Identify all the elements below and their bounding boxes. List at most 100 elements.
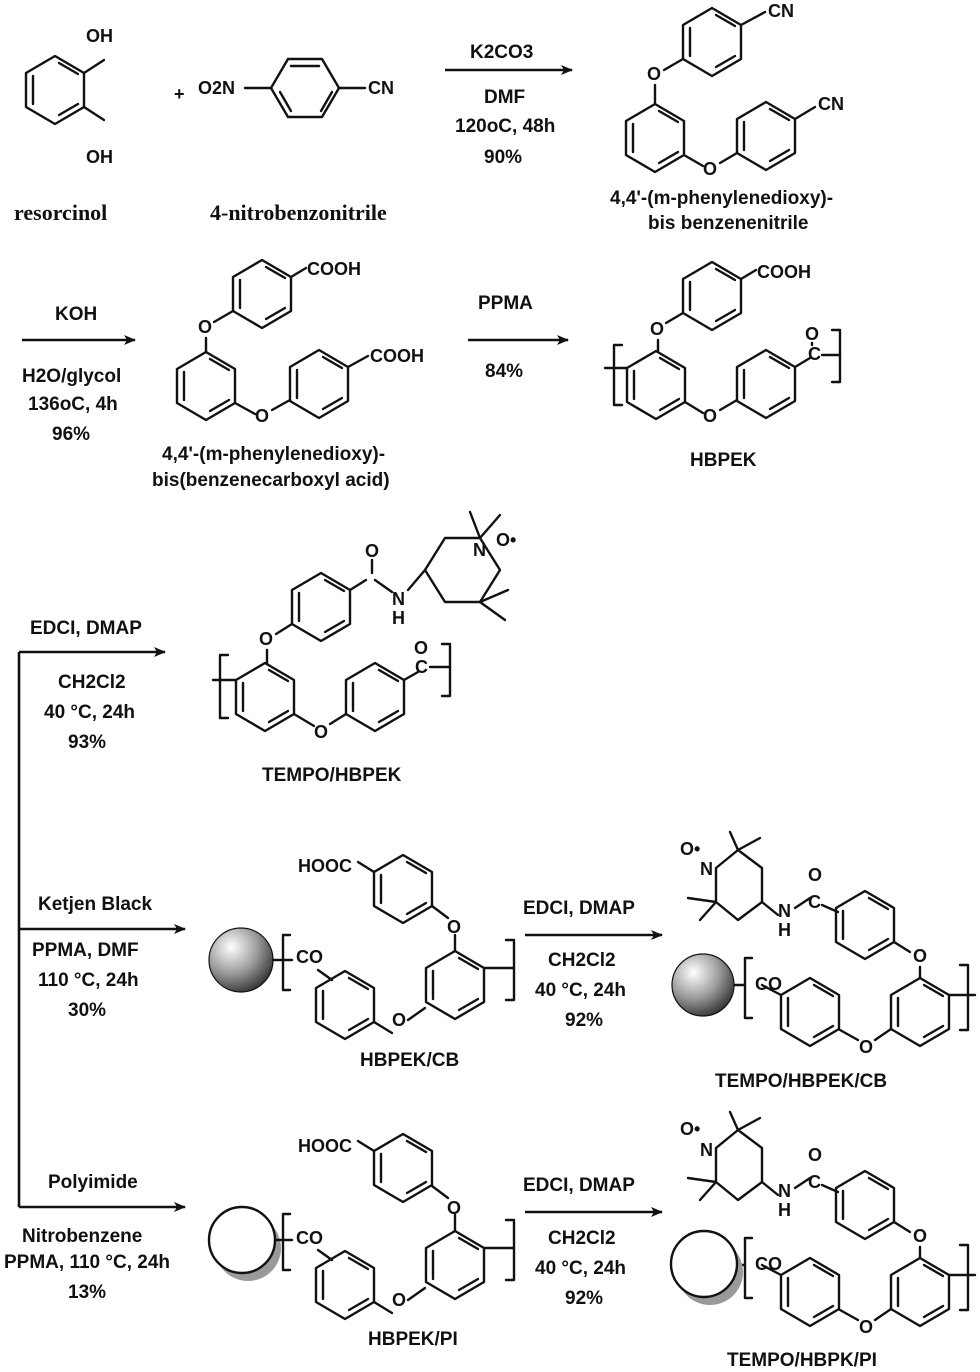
oxyl-label-3: O• <box>680 1119 700 1139</box>
resorcinol-structure: OH OH <box>24 26 113 167</box>
step7-conditions: PPMA, 110 °C, 24h <box>4 1252 170 1273</box>
step3-reagent: PPMA <box>478 293 533 314</box>
nitrobenzonitrile-structure: O2N CN <box>198 57 394 119</box>
o-label-1: O <box>647 64 661 84</box>
step3-yield: 84% <box>485 361 523 382</box>
hooc-label-1: HOOC <box>298 856 352 876</box>
o-label-8: O <box>365 541 379 561</box>
tempo-hbpek-cb-structure: O• N N H C O O O CO <box>671 830 977 1057</box>
h-label-1: H <box>392 608 405 628</box>
c-label-2: C <box>415 657 428 677</box>
co-label-1: CO <box>296 947 323 967</box>
step6-reagent: EDCI, DMAP <box>523 898 635 919</box>
polyimide-circle <box>207 1205 277 1275</box>
step7-yield: 13% <box>68 1282 106 1303</box>
cn-label-3: CN <box>818 94 844 114</box>
o-label-15: O <box>913 946 927 966</box>
cooh-label-3: COOH <box>757 262 811 282</box>
step2-solvent: H2O/glycol <box>22 366 121 387</box>
o-label-4: O <box>255 406 269 426</box>
o-label-2: O <box>703 159 717 179</box>
o2n-label: O2N <box>198 78 235 98</box>
hbpek-pi-structure: CO O O HOOC <box>207 1132 516 1321</box>
hbpek-cb-name: HBPEK/CB <box>360 1050 459 1071</box>
diacid-name-line2: bis(benzenecarboxyl acid) <box>152 470 390 491</box>
step2-yield: 96% <box>52 424 90 445</box>
co-label-4: CO <box>755 1254 782 1274</box>
oh-bottom-label: OH <box>86 147 113 167</box>
cooh-label-1: COOH <box>307 259 361 279</box>
n-label-4: N <box>778 901 791 921</box>
o-label-6: O <box>703 406 717 426</box>
o-label-20: O <box>913 1226 927 1246</box>
n-label-2: N <box>392 589 405 609</box>
tempo-hbpek-name: TEMPO/HBPEK <box>262 765 402 786</box>
carbon-black-sphere-2 <box>671 953 735 1017</box>
tempo-hbpek-structure: N O• N H O O O C O <box>211 510 516 742</box>
step5-yield: 30% <box>68 1000 106 1021</box>
hbpek-pi-name: HBPEK/PI <box>368 1329 458 1350</box>
cn-label-2: CN <box>768 1 794 21</box>
hooc-label-2: HOOC <box>298 1136 352 1156</box>
dinitrile-name-line2: bis benzenenitrile <box>648 213 808 234</box>
hbpek-cb-structure: CO O O HOOC <box>208 853 516 1041</box>
co-label-3: CO <box>296 1228 323 1248</box>
step2-reagent: KOH <box>55 304 97 325</box>
step8-solvent: CH2Cl2 <box>548 1228 616 1249</box>
n-label-3: N <box>700 859 713 879</box>
nitrobenzonitrile-name: 4-nitrobenzonitrile <box>210 200 387 225</box>
o-label-12: O <box>392 1010 406 1030</box>
resorcinol-name: resorcinol <box>14 200 107 225</box>
diacid-structure: COOH O O COOH <box>175 258 424 426</box>
cooh-label-2: COOH <box>370 346 424 366</box>
hbpek-name: HBPEK <box>690 450 757 471</box>
h-label-2: H <box>778 920 791 940</box>
polyimide-circle-2 <box>669 1229 739 1299</box>
dinitrile-structure: CN O O CN <box>624 1 844 179</box>
h-label-3: H <box>778 1200 791 1220</box>
plus-sign: + <box>174 84 185 104</box>
step8-yield: 92% <box>565 1288 603 1309</box>
o-label-14: O <box>808 865 822 885</box>
tempo-hbpk-pi-structure: O• N N H C O O O CO <box>669 1110 977 1337</box>
step1-yield: 90% <box>484 147 522 168</box>
cn-label-1: CN <box>368 78 394 98</box>
o-label-18: O <box>447 1198 461 1218</box>
n-label-6: N <box>778 1181 791 1201</box>
oxyl-label-1: O• <box>496 530 516 550</box>
step5-reagent: Ketjen Black <box>38 894 152 915</box>
o-label-9: O <box>259 629 273 649</box>
step1-conditions: 120oC, 48h <box>455 116 555 137</box>
o-label-11: O <box>414 638 428 658</box>
o-label-3: O <box>198 317 212 337</box>
c-label-4: C <box>808 1172 821 1192</box>
hbpek-structure: COOH O O C O <box>603 260 842 426</box>
n-label-1: N <box>473 540 486 560</box>
step8-reagent: EDCI, DMAP <box>523 1175 635 1196</box>
o-label-7: O <box>805 324 819 344</box>
step7-reagent: Polyimide <box>48 1172 138 1193</box>
tempo-hbpk-pi-name: TEMPO/HBPK/PI <box>727 1350 877 1371</box>
o-label-16: O <box>859 1037 873 1057</box>
step4-yield: 93% <box>68 732 106 753</box>
tempo-hbpek-cb-name: TEMPO/HBPEK/CB <box>715 1071 887 1092</box>
oxyl-label-2: O• <box>680 839 700 859</box>
step4-reagent: EDCI, DMAP <box>30 618 142 639</box>
step2-conditions: 136oC, 4h <box>28 394 118 415</box>
o-label-19: O <box>808 1145 822 1165</box>
o-label-21: O <box>859 1317 873 1337</box>
step5-conditions: 110 °C, 24h <box>38 970 139 991</box>
co-label-2: CO <box>755 974 782 994</box>
step1-reagent: K2CO3 <box>470 42 533 63</box>
c-label-3: C <box>808 892 821 912</box>
step5-solvent: PPMA, DMF <box>32 940 139 961</box>
step4-solvent: CH2Cl2 <box>58 672 126 693</box>
carbon-black-sphere <box>208 927 274 993</box>
step6-solvent: CH2Cl2 <box>548 950 616 971</box>
step8-conditions: 40 °C, 24h <box>535 1258 626 1279</box>
o-label-10: O <box>314 722 328 742</box>
o-label-5: O <box>650 319 664 339</box>
o-label-13: O <box>447 917 461 937</box>
c-label-1: C <box>808 344 821 364</box>
step6-yield: 92% <box>565 1010 603 1031</box>
